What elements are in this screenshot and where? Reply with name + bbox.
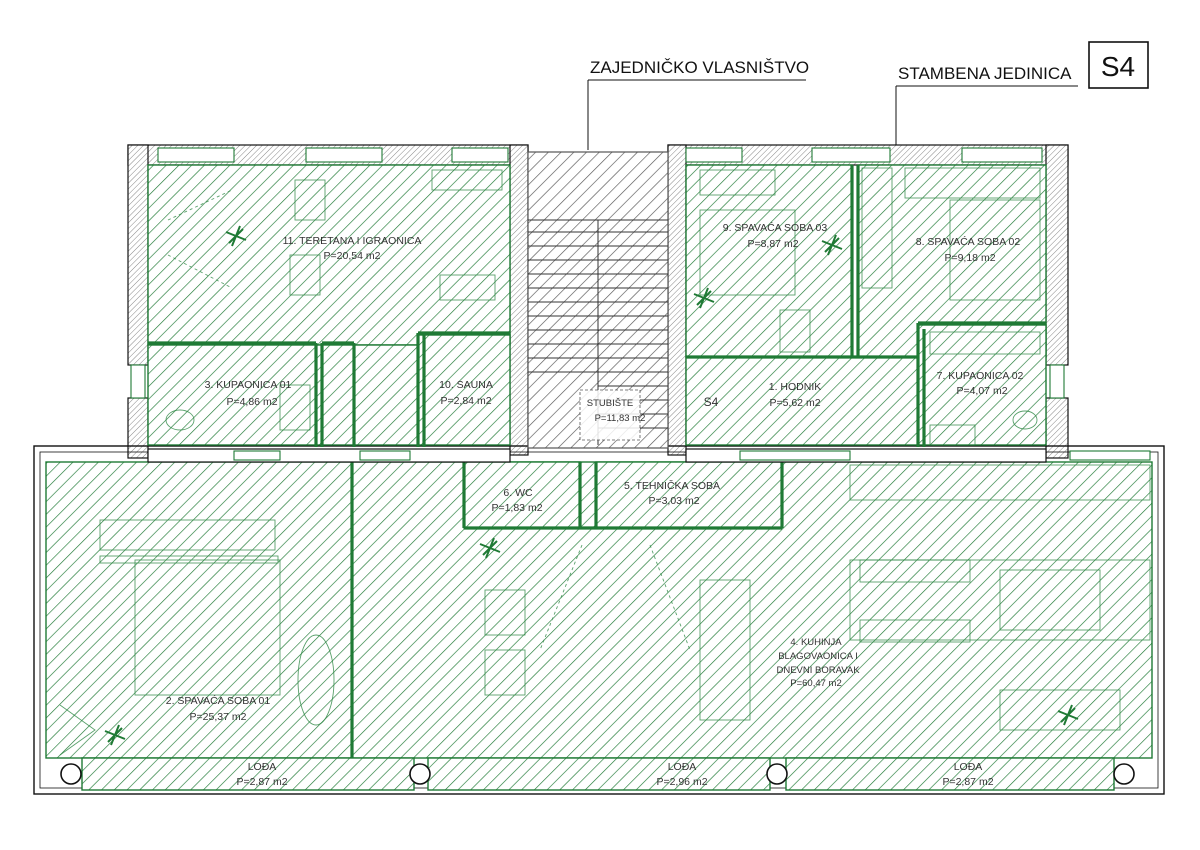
- room-label-line: BLAGOVAONICA I: [778, 651, 858, 662]
- header: ZAJEDNIČKO VLASNIŠTVO STAMBENA JEDINICA …: [587, 41, 1149, 150]
- room-bedroom-01: [45, 461, 353, 759]
- column: [60, 763, 82, 785]
- room-labels: 11. TERETANA I IGRAONICA P=20,54 m2 3. K…: [166, 221, 1024, 788]
- room-label: LOĐA: [668, 761, 697, 773]
- windows: [130, 147, 1065, 399]
- room-technical: [595, 461, 783, 529]
- room-area: P=2,96 m2: [656, 776, 707, 788]
- room-label: 9. SPAVAĆA SOBA 03: [723, 221, 828, 234]
- room-label: 8. SPAVAĆA SOBA 02: [916, 235, 1021, 248]
- room-label: STUBIŠTE: [587, 398, 633, 409]
- room-label: 10. SAUNA: [439, 379, 493, 391]
- room-bathroom-02: [917, 324, 1047, 446]
- room-label-line: DNEVNI BORAVAK: [776, 665, 860, 676]
- residential-unit-label: STAMBENA JEDINICA: [898, 64, 1072, 83]
- room-area: P=11,83 m2: [595, 413, 646, 424]
- room-area: P=5,62 m2: [769, 397, 820, 409]
- room-gym-playroom: [147, 164, 511, 346]
- unit-code: S4: [1101, 51, 1135, 82]
- room-label: 1. HODNIK: [769, 381, 822, 393]
- room-area: P=8,87 m2: [747, 238, 798, 250]
- room-area: P=2,87 m2: [236, 776, 287, 788]
- shared-ownership-label: ZAJEDNIČKO VLASNIŠTVO: [590, 58, 809, 77]
- room-label: 11. TERETANA I IGRAONICA: [283, 235, 422, 247]
- staircase: [527, 151, 669, 449]
- partitions: [147, 165, 1151, 758]
- room-label: LOĐA: [248, 761, 277, 773]
- room-area: P=2,87 m2: [942, 776, 993, 788]
- room-label-line: 4. KUHINJA: [790, 637, 842, 648]
- unit-tag: S4: [704, 395, 719, 409]
- loggia-right: [785, 757, 1115, 791]
- symbols: [104, 225, 1079, 746]
- room-label: 6. WC: [503, 487, 533, 499]
- room-bedroom-03: [685, 164, 853, 358]
- room-area: P=2,84 m2: [440, 395, 491, 407]
- unit-code-box: [1088, 41, 1149, 89]
- room-area: P=4,86 m2: [226, 396, 277, 408]
- room-label: 5. TEHNIČKA SOBA: [624, 479, 720, 492]
- room-area: P=4,07 m2: [956, 385, 1007, 397]
- room-label: 7. KUPAONICA 02: [937, 370, 1024, 382]
- columns: [60, 763, 1135, 785]
- room-area: P=3,03 m2: [648, 495, 699, 507]
- column: [766, 763, 788, 785]
- room-label: 3. KUPAONICA 01: [205, 379, 292, 391]
- column: [409, 763, 431, 785]
- room-area: P=20,54 m2: [324, 250, 381, 262]
- column: [1113, 763, 1135, 785]
- room-label: 2. SPAVAĆA SOBA 01: [166, 694, 271, 707]
- loggia-left: [81, 757, 415, 791]
- room-hallway: [685, 356, 919, 446]
- room-area: P=9,18 m2: [944, 252, 995, 264]
- room-bathroom-01: [147, 344, 317, 446]
- room-area: P=60,47 m2: [790, 678, 842, 689]
- room-label: LOĐA: [954, 761, 983, 773]
- loggia-middle: [427, 757, 771, 791]
- furniture: [59, 167, 1151, 756]
- room-area: P=1,83 m2: [491, 502, 542, 514]
- room-wc: [463, 461, 581, 529]
- room-area: P=25,37 m2: [190, 711, 247, 723]
